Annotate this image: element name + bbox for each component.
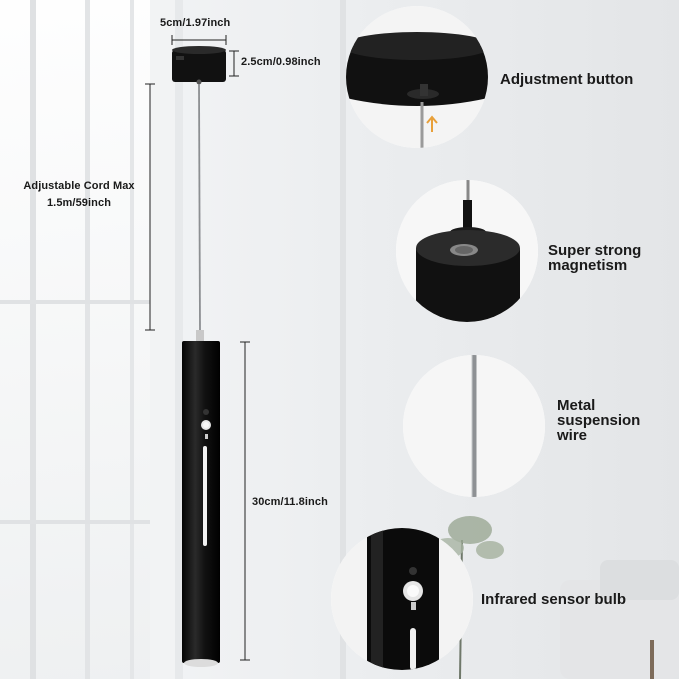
tube-length-label: 30cm/11.8inch — [252, 496, 328, 508]
feature-label-wire: Metal suspension wire — [557, 397, 641, 444]
cord-length-label: Adjustable Cord Max 1.5m/59inch — [15, 178, 143, 212]
detail-infrared-sensor — [331, 528, 473, 670]
feature-label-adjustment: Adjustment button — [500, 71, 634, 88]
cord-label-line1: Adjustable Cord Max — [23, 180, 135, 192]
detail-magnetism — [396, 180, 538, 322]
detail-suspension-wire — [403, 355, 545, 497]
canopy-height-label: 2.5cm/0.98inch — [241, 56, 321, 68]
cord-label-line2: 1.5m/59inch — [46, 197, 112, 209]
pendant-tube — [182, 341, 220, 663]
canopy-width-label: 5cm/1.97inch — [160, 17, 231, 29]
detail-adjustment-button — [346, 6, 488, 148]
feature-label-sensor: Infrared sensor bulb — [481, 591, 627, 608]
feature-label-magnetism: Super strong magnetism — [548, 242, 642, 274]
suspension-cord — [198, 83, 201, 331]
canopy — [172, 50, 226, 82]
